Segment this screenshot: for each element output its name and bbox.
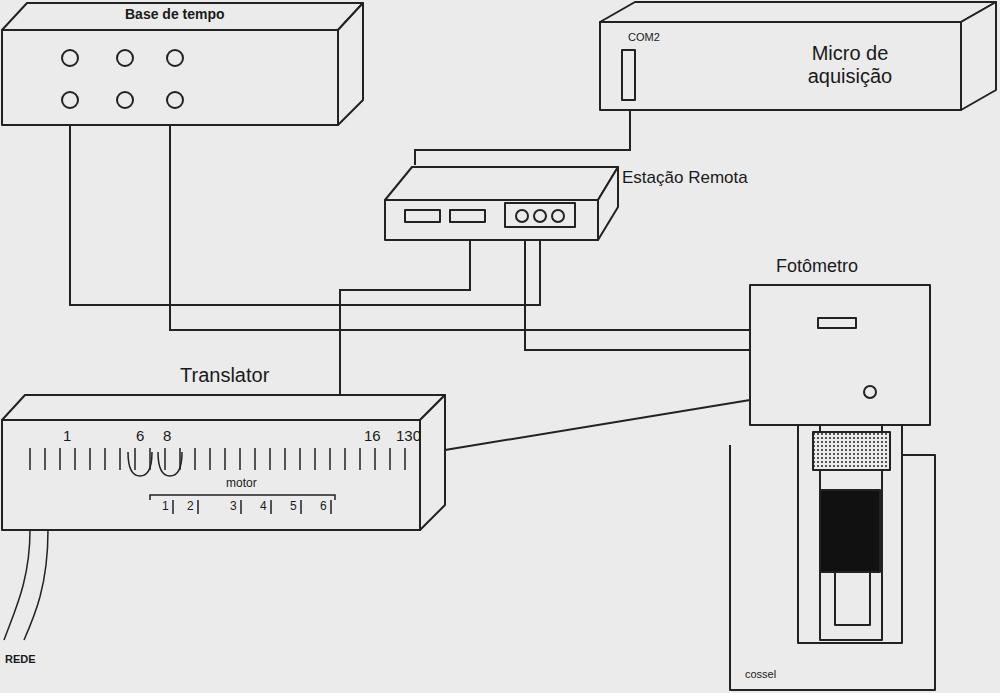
motor-number: 6 [320, 500, 327, 514]
dial-number: 8 [163, 427, 171, 444]
dial-number: 1 [63, 427, 71, 444]
device-box: Estação Remota [385, 165, 620, 240]
group-label: motor [226, 477, 257, 491]
dial-number: 16 [364, 427, 381, 444]
motor-number: 3 [230, 500, 237, 514]
dial-number: 130 [396, 427, 421, 444]
device-title: Translator [180, 364, 269, 387]
device-title: Micro de aquisição [775, 42, 925, 88]
device-box: Base de tempo [0, 0, 365, 125]
cable-label: REDE [5, 653, 36, 666]
motor-number: 5 [290, 500, 297, 514]
wire [525, 240, 750, 350]
motor-number: 4 [260, 500, 267, 514]
port-label: COM2 [628, 31, 660, 44]
device-title: Base de tempo [125, 6, 225, 22]
wire [170, 125, 750, 330]
motor-number: 1 [162, 500, 169, 514]
wire [340, 240, 470, 395]
device-box: Translator [0, 395, 445, 530]
frame-label: cossel [745, 668, 776, 681]
dial-number: 6 [136, 427, 144, 444]
device-box: Fotômetro [750, 285, 930, 425]
wire [445, 400, 750, 450]
device-title: Estação Remota [622, 168, 748, 188]
device-box: Micro de aquisição [600, 0, 996, 110]
device-title: Fotômetro [776, 256, 858, 277]
wire [415, 110, 630, 165]
motor-number: 2 [187, 500, 194, 514]
